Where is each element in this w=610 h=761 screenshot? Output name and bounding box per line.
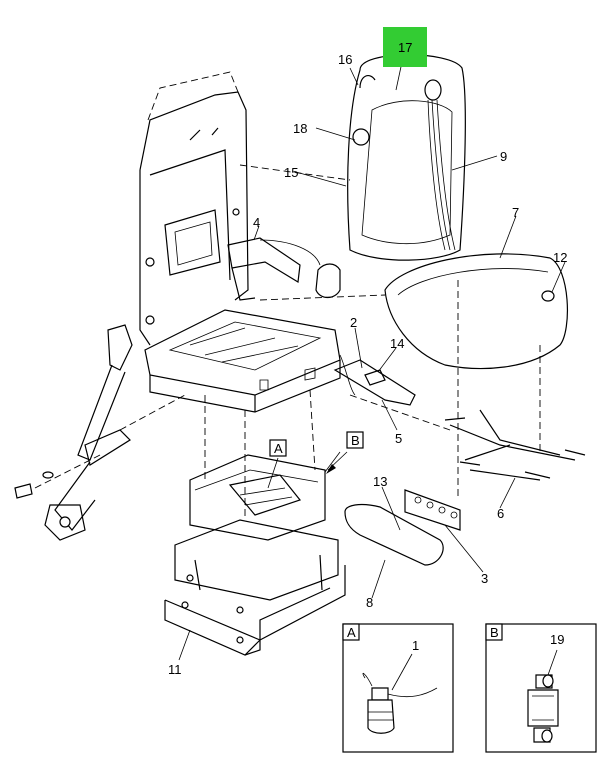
detail-view-a[interactable]: A 1: [342, 623, 454, 753]
callout-12[interactable]: 12: [553, 250, 567, 265]
callout-6[interactable]: 6: [497, 506, 504, 521]
callout-18[interactable]: 18: [293, 121, 307, 136]
callout-17[interactable]: 17: [398, 40, 412, 55]
armrest-assembly[interactable]: [14, 324, 186, 541]
callout-3[interactable]: 3: [481, 571, 488, 586]
seat-back-frame[interactable]: [139, 71, 249, 346]
svg-text:B: B: [351, 433, 360, 448]
callout-15[interactable]: 15: [284, 165, 298, 180]
seat-base-frame[interactable]: [144, 309, 341, 413]
view-ref-b[interactable]: B: [326, 431, 364, 474]
callout-11[interactable]: 11: [168, 662, 182, 677]
callout-1[interactable]: 1: [412, 638, 419, 653]
callout-13[interactable]: 13: [373, 474, 387, 489]
seat-adjuster[interactable]: [227, 237, 341, 301]
callout-9[interactable]: 9: [500, 149, 507, 164]
callout-17-highlight[interactable]: [383, 27, 427, 67]
detail-b-label: B: [490, 625, 499, 640]
leader-lines: [178, 61, 566, 661]
callout-8[interactable]: 8: [366, 595, 373, 610]
callout-5[interactable]: 5: [395, 431, 402, 446]
detail-view-b[interactable]: B 19: [485, 623, 597, 753]
callout-19[interactable]: 19: [550, 632, 564, 647]
seat-cushion[interactable]: [384, 253, 568, 370]
view-ref-a[interactable]: A: [269, 439, 287, 457]
callout-4[interactable]: 4: [253, 215, 260, 230]
bracket-plate[interactable]: [404, 489, 461, 531]
detail-a-label: A: [347, 625, 356, 640]
callout-7[interactable]: 7: [512, 205, 519, 220]
svg-text:A: A: [274, 441, 283, 456]
seat-riser[interactable]: [164, 565, 346, 656]
seat-back-cushion[interactable]: [347, 54, 466, 261]
projection-lines: [204, 164, 541, 520]
callout-16[interactable]: 16: [338, 52, 352, 67]
cushion-spring-frame[interactable]: [444, 409, 586, 481]
callout-14[interactable]: 14: [390, 336, 404, 351]
callout-2[interactable]: 2: [350, 315, 357, 330]
armrest-pad[interactable]: [344, 503, 444, 566]
seat-suspension[interactable]: [174, 454, 339, 601]
switch-bracket[interactable]: [333, 354, 416, 406]
